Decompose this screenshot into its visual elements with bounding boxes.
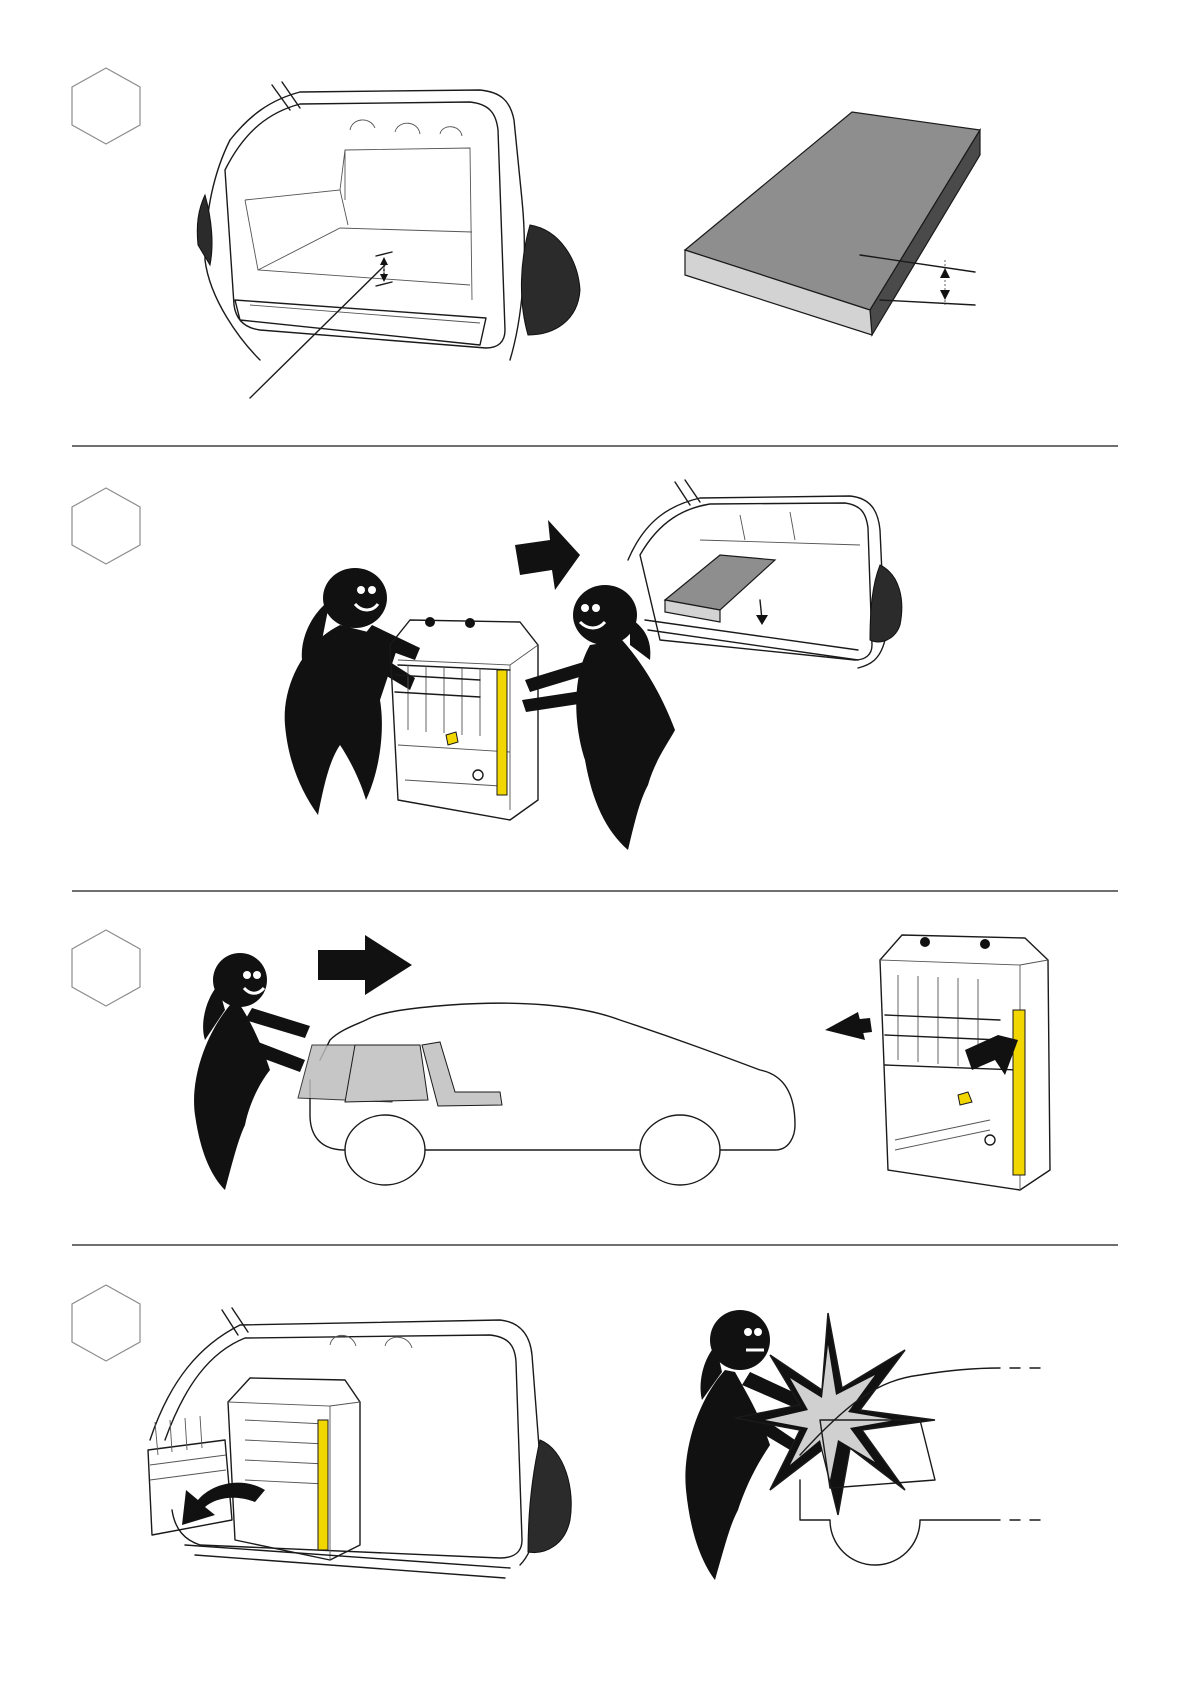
foam-placed-in-boot xyxy=(628,480,902,668)
person-pushing-figure xyxy=(194,953,310,1190)
arrow-right-icon xyxy=(825,1012,872,1040)
person-pushing-cage-into-car xyxy=(194,935,795,1190)
dimension-arrow-icon xyxy=(380,257,388,265)
step-hexagon-icon xyxy=(72,488,140,564)
step-hexagon-icon xyxy=(72,1285,140,1361)
curved-arrow-icon xyxy=(182,1483,265,1525)
step-hexagon-icon xyxy=(72,68,140,144)
person-shocked-figure xyxy=(685,1310,806,1580)
cage-installed-door-open xyxy=(148,1308,571,1578)
step-hexagon-icon xyxy=(72,930,140,1006)
dimension-arrow-icon xyxy=(940,268,950,278)
arrow-down-icon xyxy=(756,615,768,625)
two-people-lifting-cage xyxy=(285,520,675,850)
arrow-right-icon xyxy=(515,520,580,590)
person-right-figure xyxy=(522,585,675,850)
person-left-figure xyxy=(285,568,420,815)
foam-pad-illustration xyxy=(685,112,980,335)
arrow-right-icon xyxy=(318,935,412,995)
boot-floor-measure-illustration xyxy=(197,82,580,398)
cage-back-push-arrows xyxy=(825,935,1050,1190)
collision-warning xyxy=(685,1310,1040,1580)
